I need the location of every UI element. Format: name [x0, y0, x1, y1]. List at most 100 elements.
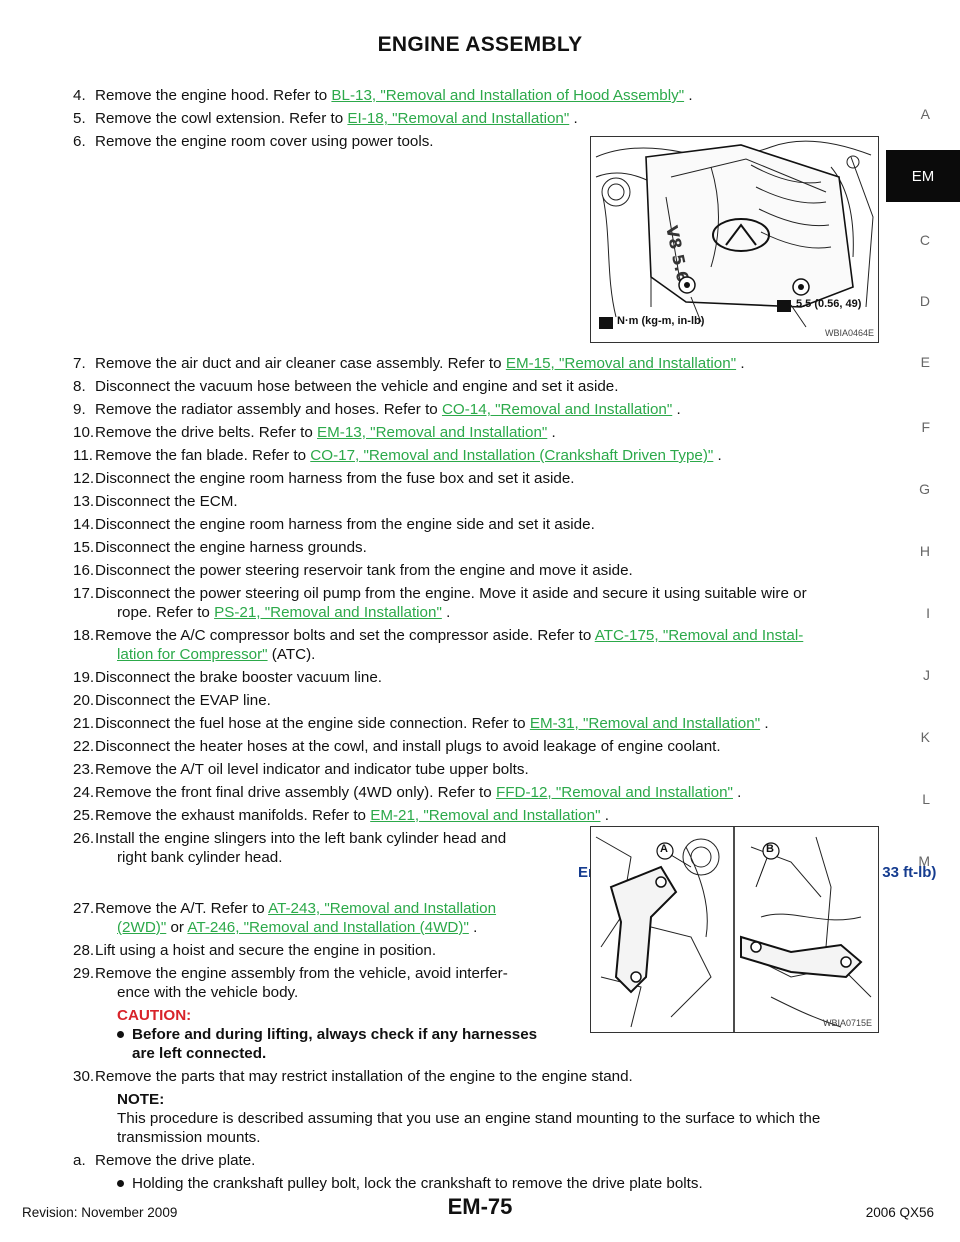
step-14: 14.Disconnect the engine room harness fr… [73, 513, 595, 536]
step-text: Remove the A/C compressor bolts and set … [95, 627, 595, 644]
side-index-l[interactable]: L [922, 791, 930, 807]
side-index-f[interactable]: F [921, 419, 930, 435]
step-17-cont: rope. Refer to PS-21, "Removal and Insta… [117, 601, 450, 624]
step-21: 21.Disconnect the fuel hose at the engin… [73, 712, 769, 735]
link-co-14[interactable]: CO-14, "Removal and Installation" [441, 401, 673, 418]
link-em-15[interactable]: EM-15, "Removal and Installation" [505, 355, 737, 372]
step-text: right bank cylinder head. [117, 849, 283, 866]
step-text: . [736, 355, 745, 372]
step-a-bullet: Holding the crankshaft pulley bolt, lock… [117, 1172, 703, 1195]
step-number: 21. [73, 715, 95, 732]
step-8: 8.Disconnect the vacuum hose between the… [73, 375, 618, 398]
step-11: 11.Remove the fan blade. Refer to CO-17,… [73, 444, 722, 467]
link-bl-13[interactable]: BL-13, "Removal and Installation of Hood… [331, 87, 685, 104]
step-number: 6. [73, 133, 86, 150]
step-text: . [760, 715, 769, 732]
step-text: . [684, 87, 693, 104]
link-co-17[interactable]: CO-17, "Removal and Installation (Cranks… [310, 447, 714, 464]
side-index-e[interactable]: E [920, 354, 930, 370]
vehicle-model: 2006 QX56 [865, 1205, 934, 1220]
step-number: 4. [73, 87, 86, 104]
link-em-13[interactable]: EM-13, "Removal and Installation" [317, 424, 548, 441]
side-index-d[interactable]: D [919, 293, 930, 309]
torque-value-label: 5.5 (0.56, 49) [796, 298, 862, 310]
page-number: EM-75 [447, 1194, 513, 1219]
step-7: 7.Remove the air duct and air cleaner ca… [73, 352, 745, 375]
step-text: Disconnect the ECM. [95, 493, 238, 510]
caution-text: Before and during lifting, always check … [117, 1023, 537, 1046]
step-text: Remove the engine hood. Refer to [95, 87, 332, 104]
step-number: 12. [73, 470, 95, 487]
side-index-k[interactable]: K [920, 729, 930, 745]
step-18-cont: lation for Compressor" (ATC). [117, 643, 315, 666]
step-4: 4. Remove the engine hood. Refer to BL-13… [73, 84, 693, 107]
callout-a: A [660, 843, 668, 855]
step-text: rope. Refer to [117, 604, 215, 621]
step-text: Remove the engine room cover using power… [95, 133, 434, 150]
page-title: ENGINE ASSEMBLY [377, 33, 583, 56]
step-text: Disconnect the engine room harness from … [95, 470, 575, 487]
step-text: . [441, 604, 451, 621]
step-text: Remove the exhaust manifolds. Refer to [95, 807, 371, 824]
step-number: 30. [73, 1068, 95, 1085]
step-number: 14. [73, 516, 95, 533]
step-24: 24.Remove the front final drive assembly… [73, 781, 741, 804]
link-ps-21[interactable]: PS-21, "Removal and Installation" [214, 604, 442, 621]
link-em-31[interactable]: EM-31, "Removal and Installation" [529, 715, 761, 732]
step-text: ence with the vehicle body. [117, 984, 299, 1001]
step-number: 22. [73, 738, 95, 755]
step-text: Disconnect the engine harness grounds. [95, 539, 367, 556]
step-number: 16. [73, 562, 95, 579]
step-number: 15. [73, 539, 95, 556]
step-number: 7. [73, 355, 86, 372]
link-ffd-12[interactable]: FFD-12, "Removal and Installation" [495, 784, 733, 801]
step-a: a.Remove the drive plate. [73, 1149, 255, 1172]
link-em-21[interactable]: EM-21, "Removal and Installation" [370, 807, 601, 824]
step-13: 13.Disconnect the ECM. [73, 490, 238, 513]
step-text: Remove the A/T. Refer to [95, 900, 269, 917]
step-text: . [468, 919, 478, 936]
side-index-em-active[interactable]: EM [886, 150, 960, 202]
callout-b: B [766, 843, 774, 855]
step-text: Remove the front final drive assembly (4… [95, 784, 496, 801]
step-text: . [713, 447, 722, 464]
step-29: 29.Remove the engine assembly from the v… [73, 962, 508, 985]
step-text: . [569, 110, 578, 127]
link-ei-18[interactable]: EI-18, "Removal and Installation" [347, 110, 570, 127]
link-atc-175[interactable]: ATC-175, "Removal and Instal- [594, 627, 804, 644]
side-index-i[interactable]: I [926, 605, 930, 621]
step-25: 25.Remove the exhaust manifolds. Refer t… [73, 804, 609, 827]
step-number: 27. [73, 900, 95, 917]
step-26: 26.Install the engine slingers into the … [73, 827, 507, 850]
step-number: 19. [73, 669, 95, 686]
step-number: a. [73, 1152, 86, 1169]
step-18: 18.Remove the A/C compressor bolts and s… [73, 624, 804, 647]
link-at-243-cont[interactable]: (2WD)" [117, 919, 167, 936]
side-index-j[interactable]: J [923, 667, 930, 683]
link-at-246[interactable]: AT-246, "Removal and Installation (4WD)" [187, 919, 469, 936]
link-atc-175-cont[interactable]: lation for Compressor" [117, 646, 268, 663]
engine-slinger-figure: A B WBIA0715E [590, 826, 879, 1033]
step-26-cont: right bank cylinder head. [117, 846, 282, 869]
side-index-h[interactable]: H [919, 543, 930, 559]
side-index-g[interactable]: G [919, 481, 930, 497]
step-text: Remove the radiator assembly and hoses. … [95, 401, 442, 418]
step-number: 13. [73, 493, 95, 510]
step-text: Disconnect the engine room harness from … [95, 516, 595, 533]
link-at-243[interactable]: AT-243, "Removal and Installation [268, 900, 497, 917]
side-index-c[interactable]: C [919, 232, 930, 248]
side-index-m[interactable]: M [918, 853, 930, 869]
side-index-a[interactable]: A [920, 106, 930, 122]
step-15: 15.Disconnect the engine harness grounds… [73, 536, 367, 559]
step-text: Install the engine slingers into the lef… [95, 830, 507, 847]
step-number: 26. [73, 830, 95, 847]
step-number: 9. [73, 401, 86, 418]
step-23: 23.Remove the A/T oil level indicator an… [73, 758, 529, 781]
step-30: 30.Remove the parts that may restrict in… [73, 1065, 633, 1088]
step-20: 20.Disconnect the EVAP line. [73, 689, 271, 712]
bullet-icon [117, 1031, 124, 1039]
step-text: Disconnect the fuel hose at the engine s… [95, 715, 530, 732]
figure-id: WBIA0715E [823, 1018, 873, 1028]
step-text: Disconnect the EVAP line. [95, 692, 271, 709]
step-text: Disconnect the power steering oil pump f… [95, 585, 807, 602]
